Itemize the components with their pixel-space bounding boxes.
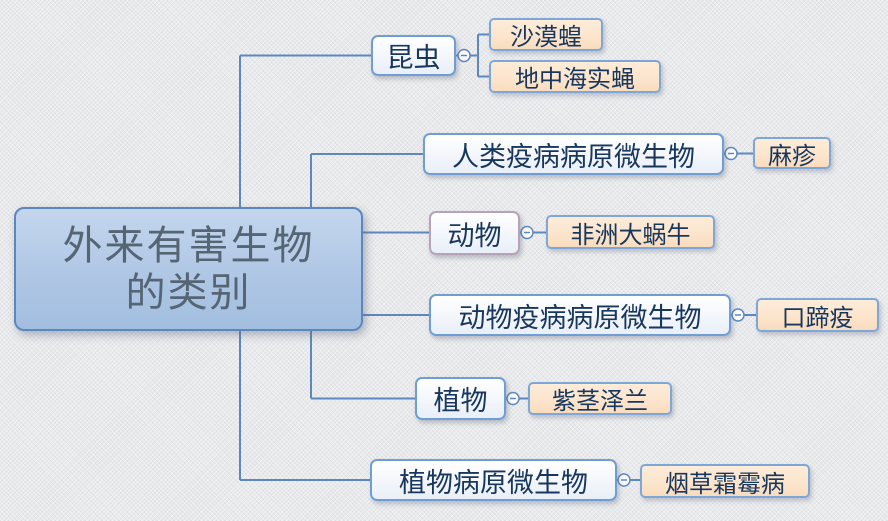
node-plant-pathogens[interactable]: 植物病原微生物 xyxy=(370,459,617,501)
leaf-foot-and-mouth-disease[interactable]: 口蹄疫 xyxy=(756,298,879,332)
node-label: 动物 xyxy=(447,220,502,251)
leaf-label: 麻疹 xyxy=(768,143,816,170)
root-topic-label-line2: 的类别 xyxy=(125,270,252,315)
leaf-measles[interactable]: 麻疹 xyxy=(753,137,831,170)
node-animal-disease-pathogens[interactable]: 动物疫病病原微生物 xyxy=(429,294,731,336)
node-label: 植物病原微生物 xyxy=(399,467,588,498)
leaf-desert-locust[interactable]: 沙漠蝗 xyxy=(489,18,603,51)
node-insects[interactable]: 昆虫 xyxy=(371,35,456,76)
collapse-toggle-icon[interactable] xyxy=(520,225,534,240)
leaf-label: 非洲大蜗牛 xyxy=(570,222,691,249)
leaf-mediterranean-fruit-fly[interactable]: 地中海实蝇 xyxy=(489,60,661,93)
leaf-crofton-weed[interactable]: 紫茎泽兰 xyxy=(528,382,672,415)
node-label: 动物疫病病原微生物 xyxy=(458,302,702,333)
leaf-tobacco-downy-mildew[interactable]: 烟草霜霉病 xyxy=(640,464,810,498)
node-animals[interactable]: 动物 xyxy=(429,211,520,255)
leaf-giant-african-snail[interactable]: 非洲大蜗牛 xyxy=(546,215,715,249)
collapse-toggle-icon[interactable] xyxy=(731,308,745,322)
leaf-label: 地中海实蝇 xyxy=(515,67,635,93)
leaf-label: 烟草霜霉病 xyxy=(665,471,785,498)
collapse-toggle-icon[interactable] xyxy=(617,473,631,487)
leaf-label: 沙漠蝗 xyxy=(510,25,582,51)
leaf-label: 口蹄疫 xyxy=(781,305,854,332)
node-label: 植物 xyxy=(433,386,488,416)
node-label: 昆虫 xyxy=(386,43,441,73)
node-human-disease-pathogens[interactable]: 人类疫病病原微生物 xyxy=(423,133,724,175)
node-label: 人类疫病病原微生物 xyxy=(452,141,695,172)
leaf-label: 紫茎泽兰 xyxy=(552,389,648,415)
collapse-toggle-icon[interactable] xyxy=(724,146,738,161)
root-topic[interactable]: 外来有害生物 的类别 xyxy=(14,207,363,331)
node-plants[interactable]: 植物 xyxy=(415,377,506,420)
root-topic-label-line1: 外来有害生物 xyxy=(62,222,315,268)
collapse-toggle-icon[interactable] xyxy=(457,48,471,63)
collapse-toggle-icon[interactable] xyxy=(506,391,520,406)
